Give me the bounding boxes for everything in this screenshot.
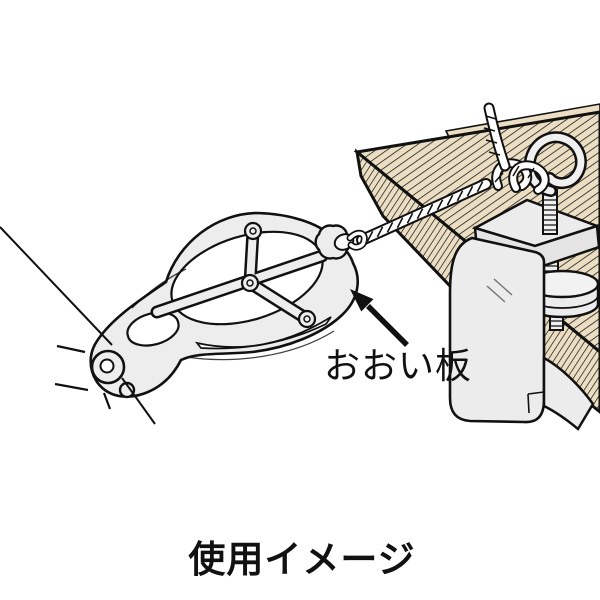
rope	[356, 102, 550, 246]
kakehari-accent-lines	[131, 268, 335, 361]
kakehari-flower-connector	[314, 224, 368, 260]
annotation-arrow-shaft	[366, 304, 409, 347]
annotation-arrow-head	[349, 288, 374, 312]
clamp-lower-jaw	[542, 355, 595, 431]
clamp-bar-highlights	[486, 278, 513, 303]
rope-knot	[491, 158, 550, 195]
caption-text: 使用イメージ	[188, 539, 415, 580]
clamp-bar-step-lines	[527, 391, 545, 414]
annotation-label: おおい板	[324, 345, 472, 386]
rope-main-twist-marks	[366, 181, 484, 242]
rope-free-end	[483, 102, 511, 172]
kakehari-lower-gap	[194, 316, 332, 350]
rope-main-fill	[358, 180, 490, 244]
fabric-edge-line-lower	[121, 377, 156, 425]
kakehari-finger-hole	[126, 311, 180, 347]
annotation: おおい板	[324, 288, 472, 386]
kakehari-rivets	[240, 221, 317, 329]
fabric-edge-line-upper	[0, 226, 113, 346]
fabric-lines	[0, 226, 156, 425]
kakehari-jaw	[90, 349, 136, 399]
c-clamp	[448, 198, 600, 431]
grip-emphasis-lines	[54, 344, 112, 410]
clamp-vertical-bar	[448, 236, 546, 424]
kakehari-clamp	[89, 211, 368, 399]
